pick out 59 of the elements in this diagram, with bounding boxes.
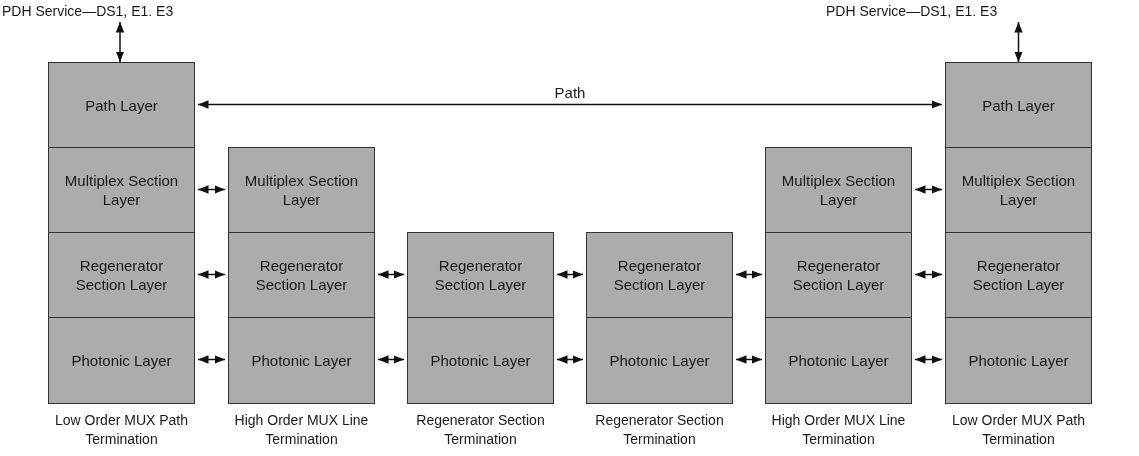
layer-box — [228, 147, 375, 234]
double-arrow — [197, 355, 226, 364]
layer-label: Photonic Layer — [788, 350, 889, 370]
layer-box — [945, 147, 1092, 234]
layer-box — [765, 232, 912, 319]
double-arrow — [197, 100, 943, 109]
layer-box — [586, 232, 733, 319]
double-arrow — [115, 21, 125, 63]
column-caption: High Order MUX Line Termination — [233, 411, 370, 449]
layer-box — [407, 232, 554, 319]
double-arrow — [197, 185, 226, 194]
double-arrow — [377, 355, 405, 364]
double-arrow — [377, 270, 405, 279]
layer-label: Photonic Layer — [968, 350, 1069, 370]
layer-label: Multiplex Section Layer — [960, 171, 1077, 210]
layer-box — [228, 317, 375, 404]
layer-label: Regenerator Section Layer — [433, 256, 528, 295]
layer-box — [48, 62, 195, 149]
double-arrow — [556, 355, 584, 364]
layer-label: Photonic Layer — [251, 350, 352, 370]
column-caption: High Order MUX Line Termination — [770, 411, 907, 449]
service-label: PDH Service—DS1, E1. E3 — [2, 2, 174, 20]
layer-box — [765, 147, 912, 234]
layer-label: Photonic Layer — [430, 350, 531, 370]
layer-label: Regenerator Section Layer — [612, 256, 707, 295]
layer-box — [407, 317, 554, 404]
layer-box — [945, 232, 1092, 319]
layer-label: Multiplex Section Layer — [63, 171, 180, 210]
layer-label: Multiplex Section Layer — [780, 171, 897, 210]
double-arrow — [735, 270, 763, 279]
layer-box — [48, 147, 195, 234]
double-arrow — [556, 270, 584, 279]
layer-label: Regenerator Section Layer — [971, 256, 1066, 295]
layer-label: Path Layer — [85, 95, 158, 115]
layer-label: Photonic Layer — [609, 350, 710, 370]
double-arrow — [914, 270, 943, 279]
layer-label: Regenerator Section Layer — [254, 256, 349, 295]
layer-box — [48, 232, 195, 319]
service-label: PDH Service—DS1, E1. E3 — [826, 2, 998, 20]
double-arrow — [197, 270, 226, 279]
column-caption: Regenerator Section Termination — [415, 411, 546, 449]
layer-label: Regenerator Section Layer — [791, 256, 886, 295]
layer-label: Path Layer — [982, 95, 1055, 115]
column-caption: Regenerator Section Termination — [594, 411, 725, 449]
double-arrow — [1014, 21, 1023, 63]
layer-box — [586, 317, 733, 404]
layer-label: Multiplex Section Layer — [243, 171, 360, 210]
column-caption: Low Order MUX Path Termination — [950, 411, 1087, 449]
layer-label: Photonic Layer — [71, 350, 172, 370]
layer-box — [48, 317, 195, 404]
layer-box — [228, 232, 375, 319]
layer-box — [765, 317, 912, 404]
layer-label: Regenerator Section Layer — [74, 256, 169, 295]
column-caption: Low Order MUX Path Termination — [53, 411, 190, 449]
double-arrow — [914, 355, 943, 364]
layer-box — [945, 317, 1092, 404]
layer-box — [945, 62, 1092, 149]
double-arrow — [735, 355, 763, 364]
double-arrow — [914, 185, 943, 194]
